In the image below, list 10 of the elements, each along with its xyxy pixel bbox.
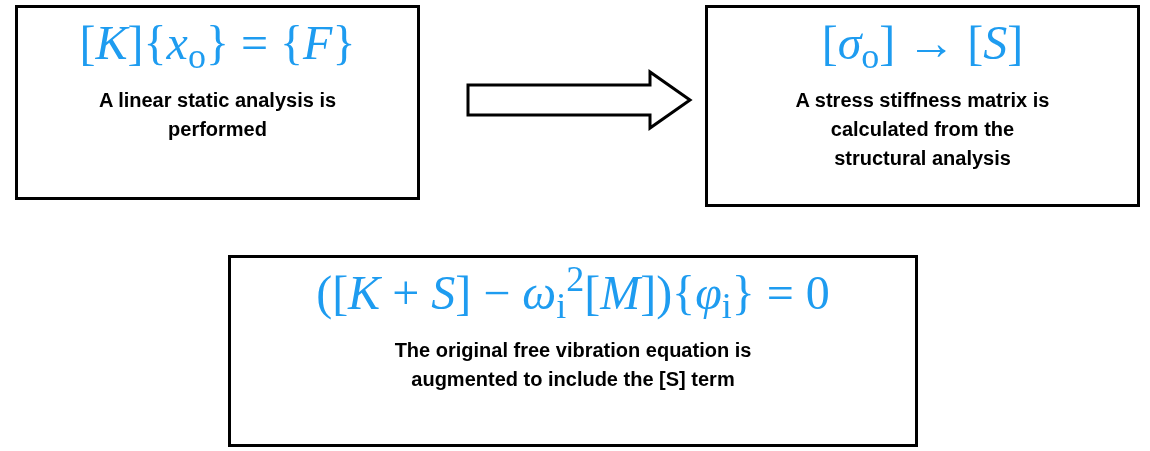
- description-text: A stress stiffness matrix is calculated from the structural analysis: [794, 88, 1051, 172]
- equation: [σ$_{o}$] → [S]: [821, 15, 1024, 75]
- process-box: [228, 255, 918, 447]
- equation: ([K + S] − ω$_{i}$$^{2}$[M]){φ$_{i}$} = 0: [316, 262, 830, 325]
- block-arrow: [466, 69, 693, 131]
- equation: [K]{x$_{o}$} = {F}: [79, 15, 356, 75]
- description-text: The original free vibration equation is augmented to include the [S] term: [393, 338, 753, 393]
- process-box: [15, 5, 420, 200]
- description-text: A linear static analysis is performed: [97, 88, 338, 143]
- process-box: [705, 5, 1140, 207]
